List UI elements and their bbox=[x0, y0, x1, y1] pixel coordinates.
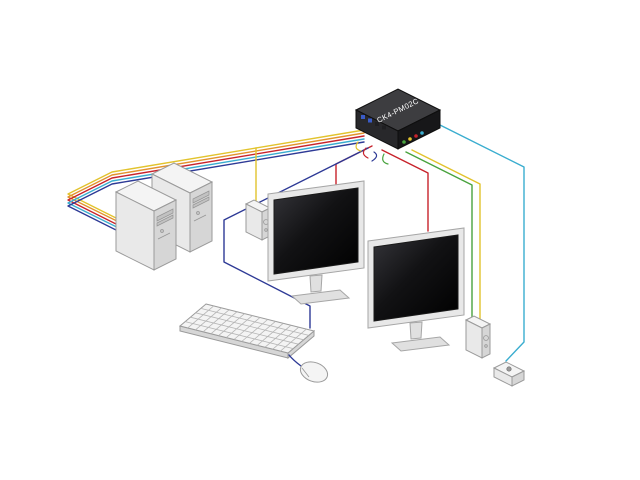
bundle-cable-blue bbox=[67, 141, 365, 252]
remote-front-face bbox=[511, 370, 525, 387]
kvm-usb-port-1 bbox=[361, 115, 365, 119]
keyboard bbox=[178, 303, 316, 360]
speaker-right-tweeter bbox=[484, 344, 488, 348]
pc1-power-button bbox=[160, 229, 164, 233]
speaker-left-tweeter bbox=[264, 228, 268, 232]
tangle-red bbox=[362, 147, 369, 159]
pc2-floppy-slot bbox=[193, 214, 207, 222]
speaker-right-front bbox=[481, 323, 491, 359]
monitor-1-screen bbox=[273, 187, 359, 275]
tangle-blue bbox=[371, 151, 378, 162]
tangle-yellow bbox=[355, 141, 362, 152]
mouse bbox=[299, 361, 329, 383]
bundle-cable-red bbox=[67, 135, 365, 237]
wired-remote-switch bbox=[492, 361, 526, 387]
cable-video-monitor-2 bbox=[381, 149, 429, 232]
monitor-2-screen bbox=[373, 234, 459, 322]
bundle-cable-orange bbox=[67, 132, 365, 229]
pc-tower-1 bbox=[114, 180, 178, 271]
monitor-2-stand-neck bbox=[409, 321, 423, 340]
monitor-2 bbox=[367, 227, 465, 352]
pc2-drive-bay-2 bbox=[192, 196, 210, 209]
cable-video-monitor-1 bbox=[335, 145, 373, 185]
kvm-switch: CK4-PM02C bbox=[354, 88, 442, 150]
mouse-body bbox=[299, 361, 329, 383]
remote-push-button bbox=[506, 366, 512, 372]
bundle-cable-yellow bbox=[67, 129, 365, 222]
cable-audio-right-speaker-green bbox=[405, 151, 473, 319]
kvm-led-red bbox=[414, 134, 418, 138]
monitor-1-stand-base bbox=[290, 289, 351, 305]
kvm-port-4 bbox=[382, 125, 386, 130]
monitor-1 bbox=[267, 180, 365, 305]
speaker-left bbox=[244, 199, 272, 241]
kvm-led-yellow bbox=[408, 137, 412, 141]
kvm-led-cyan bbox=[420, 131, 424, 135]
speaker-right-driver bbox=[483, 335, 489, 341]
kvm-port-3 bbox=[375, 122, 379, 126]
monitor-1-stand-neck bbox=[309, 274, 323, 293]
cable-bundle-to-computers bbox=[67, 129, 365, 252]
cable-mouse bbox=[288, 354, 302, 367]
cable-remote-switch bbox=[437, 123, 525, 362]
cable-tangle bbox=[355, 141, 389, 165]
pc1-drive-bay-1 bbox=[156, 208, 174, 222]
kvm-usb-port-2 bbox=[368, 118, 372, 123]
pc1-drive-bay-2 bbox=[156, 214, 174, 227]
speaker-right bbox=[464, 315, 492, 359]
pc1-floppy-slot bbox=[157, 232, 171, 240]
pc2-power-button bbox=[196, 211, 200, 215]
tangle-green bbox=[382, 153, 389, 165]
mouse-button-divider bbox=[301, 367, 310, 378]
monitor-2-stand-base bbox=[390, 336, 451, 352]
cable-audio-right-speaker-yellow bbox=[411, 149, 481, 321]
bundle-cable-cyan bbox=[67, 138, 365, 244]
kvm-led-green bbox=[402, 140, 406, 144]
keyboard-key-grid bbox=[185, 305, 309, 352]
pc2-drive-bay-1 bbox=[192, 190, 210, 204]
